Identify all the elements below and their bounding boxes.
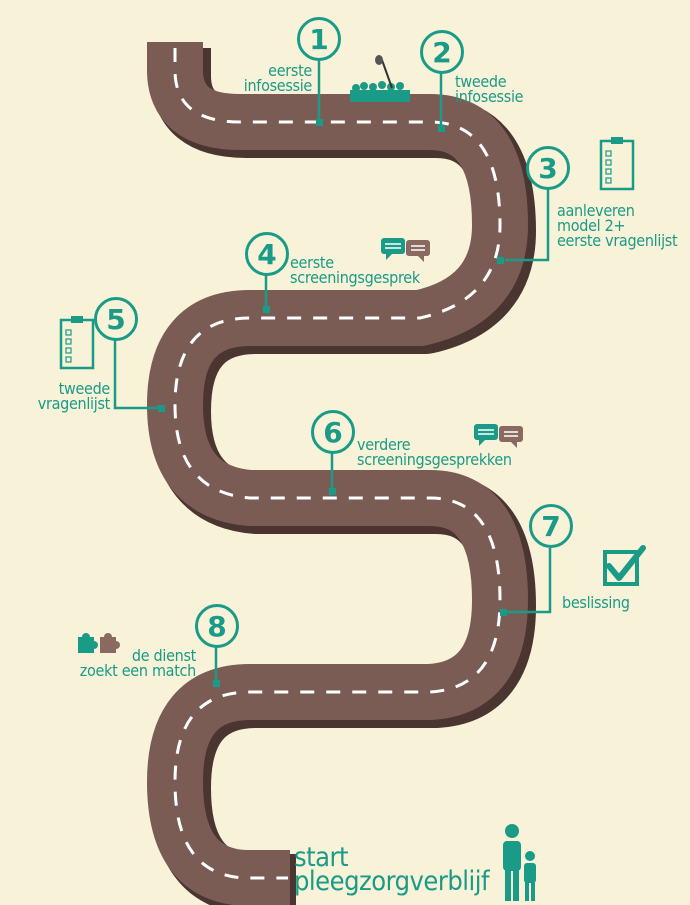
clipboard-checklist-icon xyxy=(599,137,635,191)
step-1-number: 1 xyxy=(297,17,341,61)
step-6-number: 6 xyxy=(311,410,355,454)
step-8-number: 8 xyxy=(195,604,239,648)
clipboard-checklist-icon xyxy=(59,316,95,370)
checkbox-check-icon xyxy=(603,545,646,586)
step-5-number: 5 xyxy=(94,297,138,341)
step-3-number: 3 xyxy=(526,146,570,190)
speech-bubbles-icon xyxy=(381,238,430,262)
microphone-crowd-icon xyxy=(350,55,410,102)
speech-bubbles-icon xyxy=(474,424,523,448)
connector-dots xyxy=(158,119,507,687)
step-2-number: 2 xyxy=(420,30,464,74)
road-center-line xyxy=(173,48,502,880)
parent-child-icon xyxy=(503,824,536,901)
step-4-number: 4 xyxy=(245,232,289,276)
connector-lines xyxy=(113,57,552,685)
step-7-number: 7 xyxy=(529,504,573,548)
step-7-label: beslissing xyxy=(562,593,630,612)
puzzle-pieces-icon xyxy=(78,633,120,653)
